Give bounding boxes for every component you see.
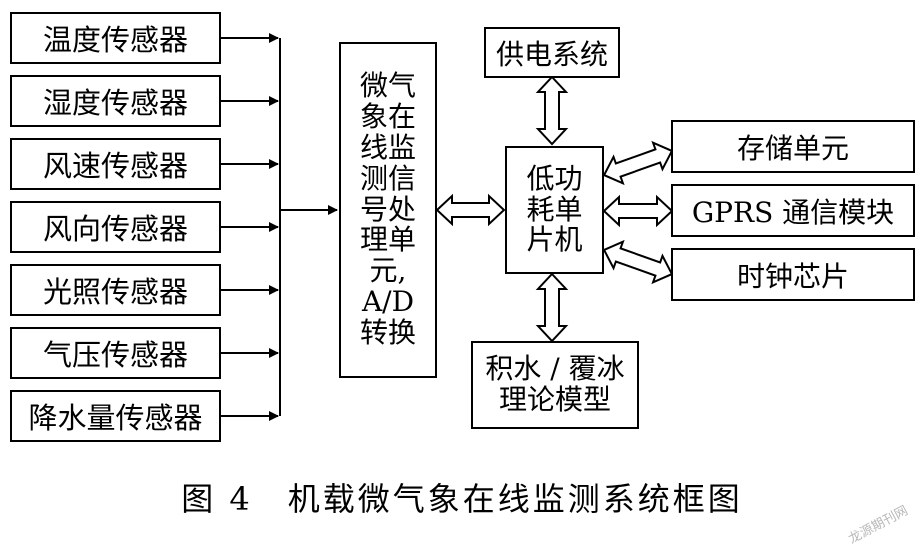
power-supply-label: 供电系统 [495,37,608,71]
theory-model-box: 积水 / 覆冰 理论模型 [471,341,639,429]
light-sensor-label: 光照传感器 [42,275,188,309]
gprs-module-box: GPRS 通信模块 [671,184,915,237]
power-supply-box: 供电系统 [484,27,620,78]
wind-speed-sensor-box: 风速传感器 [10,138,221,190]
precipitation-sensor-label: 降水量传感器 [28,401,203,435]
signal-unit-line: 元, [369,254,407,288]
temperature-sensor-label: 温度传感器 [42,23,188,57]
storage-unit-label: 存储单元 [736,131,849,165]
mcu-line: 片机 [526,223,583,257]
mcu-clock-double-arrow [602,239,674,285]
pressure-sensor-box: 气压传感器 [10,327,221,379]
mcu-line: 低功 [526,161,583,195]
theory-model-line: 积水 / 覆冰 [485,352,625,386]
mcu-gprs-double-arrow [602,194,674,228]
storage-unit-box: 存储单元 [671,120,915,173]
precipitation-sensor-box: 降水量传感器 [10,390,221,442]
wind-speed-sensor-label: 风速传感器 [42,149,188,183]
power-mcu-double-arrow [535,75,569,146]
signal-unit-line: 测信 [359,161,416,195]
temperature-sensor-box: 温度传感器 [10,12,221,64]
humidity-sensor-box: 湿度传感器 [10,75,221,127]
signal-unit-line: 理单 [359,223,416,257]
signal-unit-line: 微气 [359,69,416,103]
pressure-sensor-label: 气压传感器 [42,338,188,372]
signal-unit-line: 号处 [359,192,416,226]
wind-direction-sensor-box: 风向传感器 [10,201,221,253]
mcu-line: 耗单 [526,192,583,226]
mcu-storage-double-arrow [602,140,674,186]
signal-processing-unit-box: 微气 象在 线监 测信 号处 理单 元, A/D 转换 [339,42,437,378]
light-sensor-box: 光照传感器 [10,264,221,316]
wind-direction-sensor-label: 风向传感器 [42,212,188,246]
figure-caption: 图 4 机载微气象在线监测系统框图 [181,480,743,518]
gprs-module-label: GPRS 通信模块 [691,195,895,229]
signal-unit-line: A/D [361,284,415,318]
mcu-model-double-arrow [535,272,569,343]
processor-mcu-double-arrow [435,193,506,227]
clock-chip-label: 时钟芯片 [736,259,849,293]
signal-unit-line: 线监 [359,131,416,164]
clock-chip-box: 时钟芯片 [671,248,915,301]
signal-unit-line: 象在 [359,100,416,134]
humidity-sensor-label: 湿度传感器 [42,86,188,120]
mcu-box: 低功 耗单 片机 [505,146,604,274]
signal-unit-line: 转换 [359,315,416,349]
theory-model-line: 理论模型 [498,383,611,416]
